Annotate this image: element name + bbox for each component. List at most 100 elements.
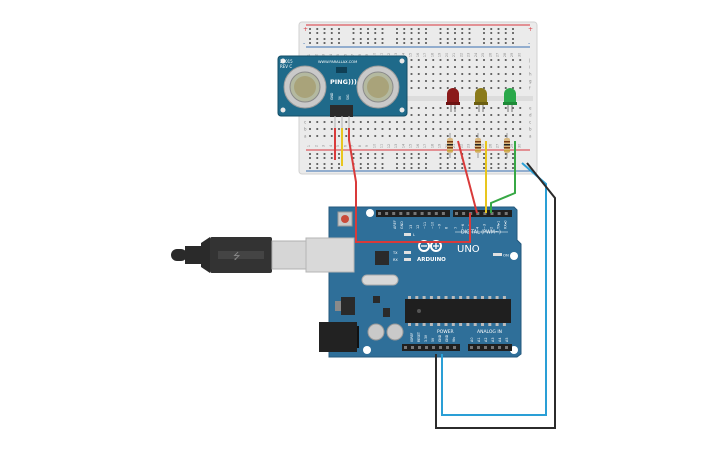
breadboard-hole[interactable] xyxy=(410,73,413,75)
rail-hole[interactable] xyxy=(504,42,507,44)
rail-hole[interactable] xyxy=(446,153,449,155)
breadboard-hole[interactable] xyxy=(388,135,391,137)
breadboard-hole[interactable] xyxy=(454,114,456,116)
rail-hole[interactable] xyxy=(323,38,326,40)
green-led[interactable] xyxy=(503,88,517,112)
breadboard-hole[interactable] xyxy=(461,87,464,89)
breadboard-hole[interactable] xyxy=(446,87,449,89)
power-pin-hole[interactable] xyxy=(411,346,414,349)
rail-hole[interactable] xyxy=(490,163,493,165)
breadboard-hole[interactable] xyxy=(338,135,340,137)
breadboard-hole[interactable] xyxy=(504,80,507,82)
breadboard-hole[interactable] xyxy=(490,87,493,89)
breadboard-hole[interactable] xyxy=(396,128,398,130)
rail-hole[interactable] xyxy=(330,157,333,159)
breadboard-hole[interactable] xyxy=(475,114,478,116)
breadboard-hole[interactable] xyxy=(396,135,398,137)
rail-hole[interactable] xyxy=(497,167,500,169)
breadboard-hole[interactable] xyxy=(439,121,442,123)
rail-hole[interactable] xyxy=(381,38,384,40)
breadboard-hole[interactable] xyxy=(432,121,435,123)
rail-hole[interactable] xyxy=(468,32,471,34)
digital-pin-hole[interactable] xyxy=(462,212,466,215)
breadboard-hole[interactable] xyxy=(497,73,500,75)
rail-hole[interactable] xyxy=(446,42,449,44)
breadboard-hole[interactable] xyxy=(497,107,500,109)
breadboard-hole[interactable] xyxy=(468,121,471,123)
rail-hole[interactable] xyxy=(374,42,377,44)
arduino-analog-header[interactable] xyxy=(468,344,512,351)
breadboard-hole[interactable] xyxy=(519,87,522,89)
rail-hole[interactable] xyxy=(461,163,464,165)
rail-hole[interactable] xyxy=(468,163,471,165)
rail-hole[interactable] xyxy=(425,28,427,30)
rail-hole[interactable] xyxy=(374,163,377,165)
rail-hole[interactable] xyxy=(381,32,384,34)
digital-pin-hole[interactable] xyxy=(420,212,424,215)
rail-hole[interactable] xyxy=(417,38,420,40)
rail-hole[interactable] xyxy=(316,153,319,155)
rail-hole[interactable] xyxy=(316,42,319,44)
rail-hole[interactable] xyxy=(330,28,333,30)
breadboard-hole[interactable] xyxy=(410,114,413,116)
arduino-usb-port[interactable] xyxy=(305,237,355,273)
breadboard-hole[interactable] xyxy=(374,128,377,130)
rail-hole[interactable] xyxy=(454,167,456,169)
digital-pin-hole[interactable] xyxy=(476,212,480,215)
breadboard-hole[interactable] xyxy=(439,135,442,137)
resistor-group[interactable] xyxy=(447,133,510,158)
breadboard-hole[interactable] xyxy=(432,73,435,75)
rail-hole[interactable] xyxy=(483,38,485,40)
breadboard-hole[interactable] xyxy=(323,135,326,137)
rail-hole[interactable] xyxy=(403,28,406,30)
breadboard-hole[interactable] xyxy=(403,128,406,130)
breadboard-hole[interactable] xyxy=(432,87,435,89)
breadboard-hole[interactable] xyxy=(410,128,413,130)
rail-hole[interactable] xyxy=(396,32,398,34)
rail-hole[interactable] xyxy=(454,42,456,44)
rail-hole[interactable] xyxy=(468,38,471,40)
breadboard-hole[interactable] xyxy=(403,121,406,123)
rail-hole[interactable] xyxy=(417,42,420,44)
breadboard-hole[interactable] xyxy=(454,128,456,130)
rail-hole[interactable] xyxy=(439,32,442,34)
rail-hole[interactable] xyxy=(490,38,493,40)
arduino-bottom-pin-holes[interactable] xyxy=(404,346,508,349)
rail-hole[interactable] xyxy=(352,42,355,44)
breadboard-hole[interactable] xyxy=(512,128,514,130)
breadboard-hole[interactable] xyxy=(454,66,456,68)
rail-hole[interactable] xyxy=(367,32,369,34)
breadboard-hole[interactable] xyxy=(439,114,442,116)
breadboard-hole[interactable] xyxy=(519,135,522,137)
rail-hole[interactable] xyxy=(439,163,442,165)
rail-hole[interactable] xyxy=(461,32,464,34)
rail-hole[interactable] xyxy=(504,32,507,34)
breadboard-hole[interactable] xyxy=(309,121,311,123)
rail-hole[interactable] xyxy=(330,32,333,34)
rail-hole[interactable] xyxy=(504,167,507,169)
breadboard-hole[interactable] xyxy=(519,114,522,116)
rail-hole[interactable] xyxy=(323,32,326,34)
rail-hole[interactable] xyxy=(461,167,464,169)
breadboard-hole[interactable] xyxy=(504,87,507,89)
breadboard-hole[interactable] xyxy=(483,107,485,109)
rail-hole[interactable] xyxy=(338,42,340,44)
rail-hole[interactable] xyxy=(381,28,384,30)
breadboard-hole[interactable] xyxy=(367,128,369,130)
rail-hole[interactable] xyxy=(504,28,507,30)
rail-hole[interactable] xyxy=(439,42,442,44)
breadboard-hole[interactable] xyxy=(519,80,522,82)
breadboard-hole[interactable] xyxy=(425,59,427,61)
breadboard-hole[interactable] xyxy=(512,114,514,116)
rail-hole[interactable] xyxy=(352,153,355,155)
breadboard-hole[interactable] xyxy=(475,80,478,82)
breadboard-hole[interactable] xyxy=(490,66,493,68)
rail-hole[interactable] xyxy=(316,157,319,159)
rail-hole[interactable] xyxy=(338,28,340,30)
rail-hole[interactable] xyxy=(381,157,384,159)
breadboard-hole[interactable] xyxy=(432,114,435,116)
breadboard-hole[interactable] xyxy=(483,114,485,116)
rail-hole[interactable] xyxy=(454,153,456,155)
breadboard-hole[interactable] xyxy=(439,87,442,89)
rail-hole[interactable] xyxy=(490,28,493,30)
